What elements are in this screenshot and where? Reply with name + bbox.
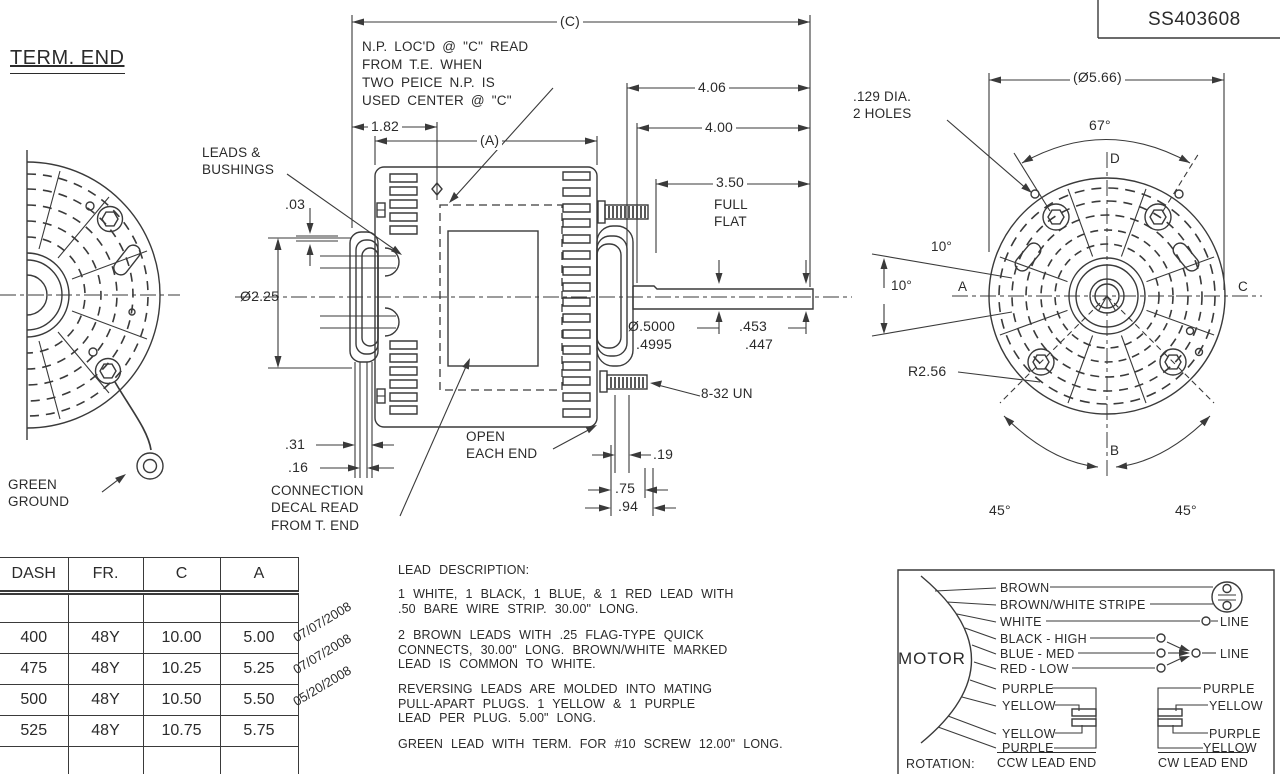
thread-callout: 8-32 UN: [701, 386, 753, 401]
table-row: [0, 592, 299, 623]
angle-10-upper: 10°: [931, 239, 953, 254]
flat-dim-upper: .453: [739, 318, 768, 334]
holes-note: .129 DIA. 2 HOLES: [853, 89, 912, 122]
motor-label: MOTOR: [898, 649, 966, 668]
open-each-end-label: OPEN EACH END: [466, 429, 538, 462]
wiring-diagram-art: [897, 569, 1275, 774]
dim-0-31: .31: [285, 436, 306, 452]
speed-junction-icon: [1191, 648, 1201, 658]
wire-purple-1: PURPLE: [1002, 682, 1054, 696]
title-block: [1097, 0, 1280, 39]
rotation-label: ROTATION:: [906, 757, 975, 771]
line-label-1: LINE: [1220, 615, 1249, 629]
lead-description-p1: 1 WHITE, 1 BLACK, 1 BLUE, & 1 RED LEAD W…: [398, 587, 734, 616]
point-a: A: [958, 279, 968, 294]
line-terminal-icon: [1201, 616, 1211, 626]
dim-4-06: 4.06: [695, 79, 730, 97]
lead-description-p4: GREEN LEAD WITH TERM. FOR #10 SCREW 12.0…: [398, 737, 783, 751]
dim-a: (A): [477, 132, 503, 150]
point-c: C: [1238, 279, 1248, 294]
angle-10-lower: 10°: [891, 278, 913, 293]
wire-brown-white: BROWN/WHITE STRIPE: [1000, 598, 1146, 612]
shaft-dia-upper: Ø.5000: [628, 318, 676, 334]
lead-description-title: LEAD DESCRIPTION:: [398, 563, 530, 577]
dim-r-2-56: R2.56: [908, 363, 947, 379]
dim-c: (C): [557, 13, 584, 31]
dim-4-00: 4.00: [702, 119, 737, 137]
dim-0-75: .75: [612, 480, 639, 498]
dim-3-50: 3.50: [713, 174, 748, 192]
ccw-lead-end-label: CCW LEAD END: [997, 752, 1097, 771]
cw-plug-icon: [1157, 687, 1208, 749]
cw-lead-end-label: CW LEAD END: [1158, 752, 1249, 771]
dim-0-03: .03: [285, 196, 306, 212]
dim-dia-5-66: (Ø5.66): [1070, 69, 1125, 87]
wire-blue-med: BLUE - MED: [1000, 647, 1075, 661]
dimension-lines-right: [871, 73, 1225, 470]
wire-purple-2: PURPLE: [1002, 741, 1054, 755]
nameplate-note: N.P. LOC'D @ "C" READ FROM T.E. WHEN TWO…: [362, 39, 529, 108]
wire-white: WHITE: [1000, 615, 1042, 629]
nameplate-zone: [439, 204, 563, 391]
ccw-plug-icon: [1052, 687, 1097, 749]
leads-bushings-label: LEADS & BUSHINGS: [202, 145, 275, 178]
stud-thread-bottom: [610, 377, 644, 388]
dim-0-16: .16: [288, 459, 309, 475]
cw-wire-yellow-2: YELLOW: [1203, 741, 1257, 755]
wire-yellow-2: YELLOW: [1002, 727, 1056, 741]
part-number: SS403608: [1148, 9, 1241, 30]
wire-red-low: RED - LOW: [1000, 662, 1069, 676]
shaft: [632, 285, 814, 310]
cw-wire-purple-1: PURPLE: [1203, 682, 1255, 696]
connection-decal-label: CONNECTION DECAL READ FROM T. END: [271, 483, 364, 533]
nameplate: [447, 230, 539, 367]
capacitor-icon: [1211, 581, 1243, 613]
view-title-term-end: TERM. END: [10, 46, 125, 75]
col-header-dash: DASH: [0, 557, 69, 595]
dim-0-94: .94: [615, 498, 642, 516]
table-row: [0, 746, 299, 774]
col-header-fr: FR.: [67, 557, 144, 595]
wire-black-high: BLACK - HIGH: [1000, 632, 1087, 646]
col-header-c: C: [142, 557, 221, 595]
point-b: B: [1110, 443, 1120, 458]
wire-brown: BROWN: [1000, 581, 1050, 595]
dim-1-82: 1.82: [368, 118, 403, 136]
cw-wire-yellow-1: YELLOW: [1209, 699, 1263, 713]
shaft-dia-lower: .4995: [636, 336, 673, 352]
left-end-view: [0, 150, 180, 493]
cw-wire-purple-2: PURPLE: [1209, 727, 1261, 741]
dimension-lines-center: [268, 15, 811, 517]
motor-arc: [920, 575, 973, 744]
angle-45-left: 45°: [986, 502, 1014, 520]
side-view: [235, 122, 852, 478]
lead-description-p2: 2 BROWN LEADS WITH .25 FLAG-TYPE QUICK C…: [398, 628, 728, 672]
ground-wire: [114, 381, 152, 451]
lead-description-p3: REVERSING LEADS ARE MOLDED INTO MATING P…: [398, 682, 713, 726]
green-ground-label: GREEN GROUND: [8, 477, 70, 510]
front-end-view: [952, 152, 1262, 477]
flat-dim-lower: .447: [745, 336, 774, 352]
angle-45-right: 45°: [1172, 502, 1200, 520]
line-label-2: LINE: [1220, 647, 1249, 661]
wire-yellow-1: YELLOW: [1002, 699, 1056, 713]
dim-dia-2-25: Ø2.25: [240, 288, 280, 304]
col-header-a: A: [219, 557, 299, 595]
ring-terminal: [136, 452, 164, 480]
full-flat-label: FULL FLAT: [714, 197, 748, 230]
dim-0-19: .19: [653, 446, 674, 462]
point-d: D: [1110, 151, 1120, 166]
angle-67: 67°: [1086, 117, 1114, 135]
